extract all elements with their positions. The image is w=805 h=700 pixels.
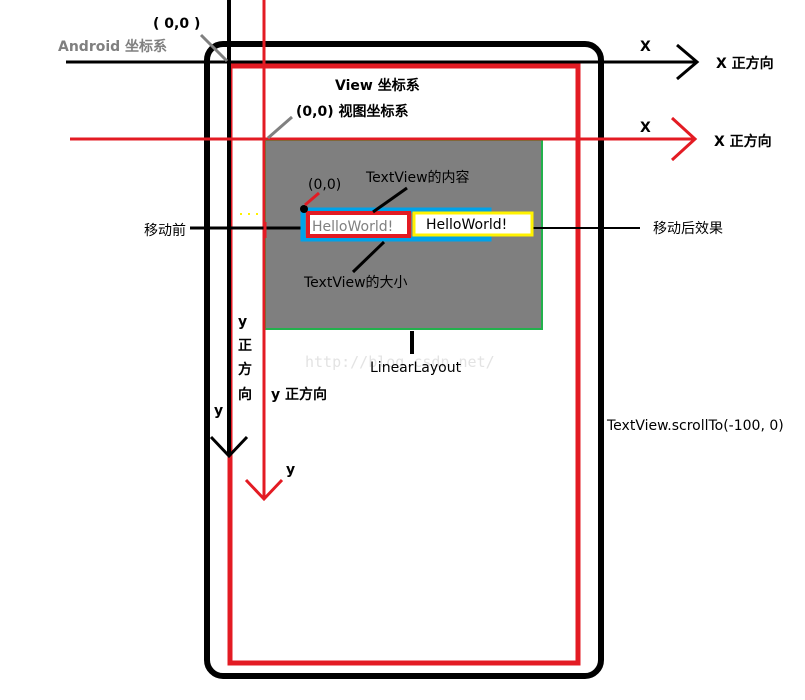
after-move-label: 移动后效果 xyxy=(653,221,723,237)
view-coord-system-label: View 坐标系 xyxy=(335,77,420,94)
android-y-positive-char-2: 正 xyxy=(238,338,252,354)
android-x-label: X xyxy=(640,39,651,55)
android-coord-system-label: Android 坐标系 xyxy=(58,38,167,55)
hello-before-text: HelloWorld! xyxy=(312,219,393,235)
watermark: http://blog.csdn.net/ xyxy=(305,353,495,371)
scroll-call-label: TextView.scrollTo(-100, 0) xyxy=(606,418,784,434)
android-y-positive-char-3: 方 xyxy=(238,361,252,378)
android-origin-label: ( 0,0 ) xyxy=(153,16,200,32)
android-y-arrowhead xyxy=(209,435,249,459)
view-x-label: X xyxy=(640,120,651,136)
android-x-arrowhead xyxy=(676,43,700,81)
view-y-positive-label: y 正方向 xyxy=(271,386,327,403)
android-x-positive-label: X 正方向 xyxy=(716,55,774,72)
android-y-label: y xyxy=(214,403,223,419)
before-move-label: 移动前 xyxy=(144,222,186,239)
size-leader xyxy=(351,240,386,274)
view-x-positive-label: X 正方向 xyxy=(714,133,772,150)
linear-layout-label: LinearLayout xyxy=(370,360,462,376)
android-y-positive-char-4: 向 xyxy=(238,386,252,403)
view-origin-leader xyxy=(267,115,293,140)
android-y-positive-char-1: y xyxy=(238,314,247,330)
view-y-label: y xyxy=(286,462,295,478)
content-leader xyxy=(372,186,408,214)
moved-content-box xyxy=(412,211,534,237)
textview-origin-dot xyxy=(300,205,308,213)
phone-outline xyxy=(204,41,604,679)
textview-content-label: TextView的内容 xyxy=(365,169,470,186)
textview-origin-leader xyxy=(304,191,320,207)
view-y-arrowhead xyxy=(244,478,284,502)
android-origin-leader xyxy=(199,33,229,63)
hello-after-text: HelloWorld! xyxy=(426,217,507,233)
view-origin-label: (0,0) 视图坐标系 xyxy=(296,103,408,120)
textview-origin-label: (0,0) xyxy=(308,177,341,193)
textview-size-label: TextView的大小 xyxy=(303,275,408,291)
view-x-arrowhead xyxy=(670,116,698,162)
textview-content-box xyxy=(306,211,411,238)
